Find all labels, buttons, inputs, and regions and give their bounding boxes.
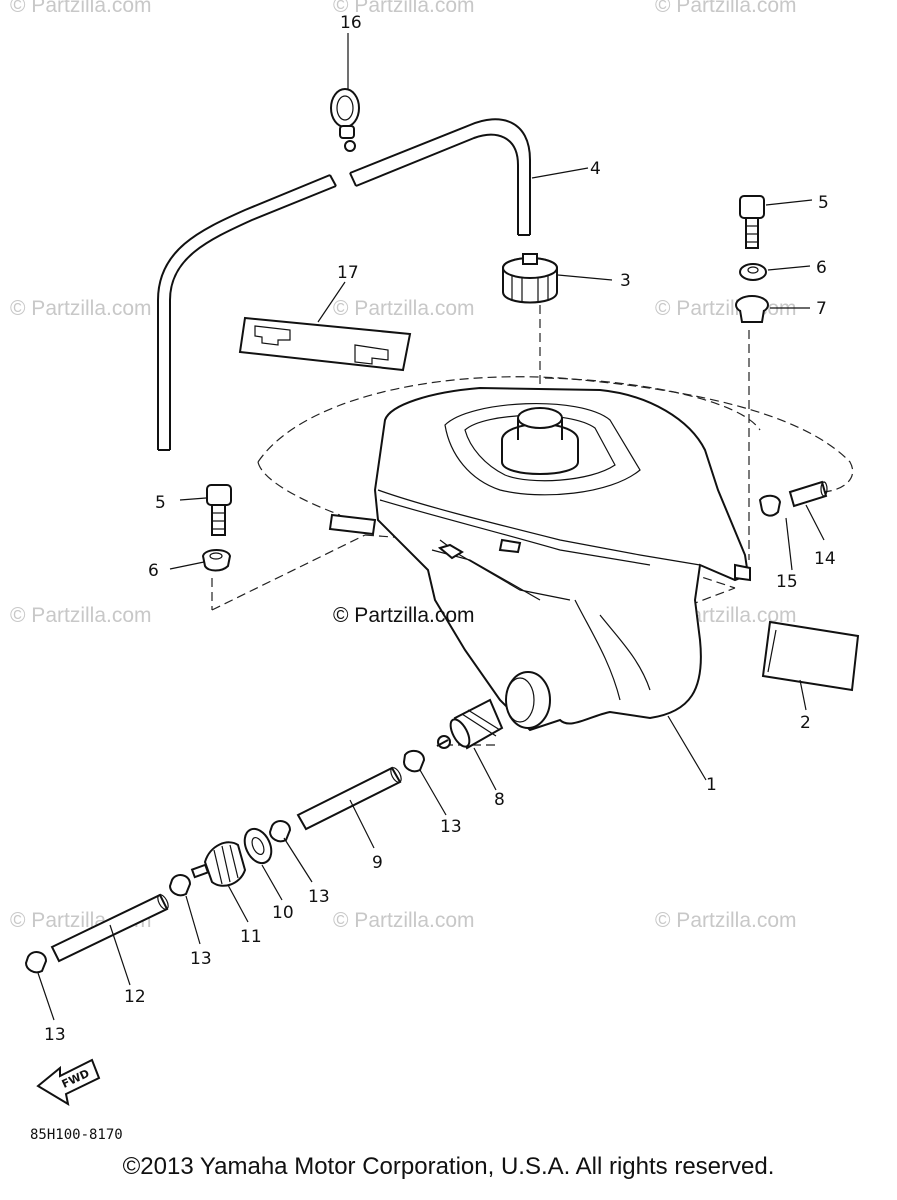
fuel-hose-9 xyxy=(296,766,402,831)
callout-number: 11 xyxy=(240,927,262,947)
damper-7 xyxy=(735,295,769,323)
breather-hose-4 xyxy=(157,118,531,451)
callout-number: 4 xyxy=(590,159,601,179)
fuel-strainer-8 xyxy=(436,698,504,750)
label-2 xyxy=(761,620,860,692)
bolt-5-right xyxy=(739,195,765,249)
callout-number: 12 xyxy=(124,987,146,1007)
clamp-13-b xyxy=(268,820,292,843)
clamp-13-d xyxy=(24,951,48,974)
callout-number: 8 xyxy=(494,790,505,810)
callout-number: 6 xyxy=(148,561,159,581)
watermark: © Partzilla.com xyxy=(655,0,797,17)
hose-clamp-16 xyxy=(330,88,360,152)
diagram-code: 85H100-8170 xyxy=(30,1127,123,1143)
watermark: © Partzilla.com xyxy=(10,604,152,627)
fuel-cap-3 xyxy=(502,253,558,304)
washer-10 xyxy=(243,827,273,865)
fuel-hose-12 xyxy=(50,893,169,963)
callout-number: 13 xyxy=(44,1025,66,1045)
forward-arrow-icon: FWD xyxy=(36,1058,101,1107)
breather-nozzle-hose xyxy=(328,513,522,554)
collar-6-right xyxy=(739,263,767,281)
callout-number: 15 xyxy=(776,572,798,592)
clamp-15 xyxy=(758,494,782,517)
copyright-notice: ©2013 Yamaha Motor Corporation, U.S.A. A… xyxy=(122,1153,775,1180)
watermark: © Partzilla.com xyxy=(655,909,797,932)
clamp-13-a xyxy=(402,749,426,773)
callout-number: 16 xyxy=(340,13,362,33)
fuel-tank-1 xyxy=(373,386,751,732)
callout-number: 5 xyxy=(818,193,829,213)
callout-number: 14 xyxy=(814,549,836,569)
callout-number: 13 xyxy=(440,817,462,837)
callout-numbers: 1 2 3 4 5 5 6 6 7 8 9 10 11 12 13 13 13 … xyxy=(44,13,836,1045)
callout-number: 17 xyxy=(337,263,359,283)
watermark: © Partzilla.com xyxy=(333,0,475,17)
decal-17 xyxy=(238,316,412,372)
callout-number: 6 xyxy=(816,258,827,278)
callout-number: 2 xyxy=(800,713,811,733)
callout-number: 10 xyxy=(272,903,294,923)
clamp-13-c xyxy=(168,874,192,897)
watermark: © Partzilla.com xyxy=(10,0,152,17)
watermark: © Partzilla.com xyxy=(10,297,152,320)
fuel-cock-11 xyxy=(190,841,247,887)
callout-number: 13 xyxy=(308,887,330,907)
watermark: © Partzilla.com xyxy=(333,297,475,320)
watermark: © Partzilla.com xyxy=(333,909,475,932)
collar-6-left xyxy=(201,549,232,572)
hose-14 xyxy=(788,480,828,508)
callout-number: 3 xyxy=(620,271,631,291)
callout-number: 1 xyxy=(706,775,717,795)
callout-number: 5 xyxy=(155,493,166,513)
center-watermark: © Partzilla.com xyxy=(333,604,475,627)
bolt-5-left xyxy=(206,484,232,536)
callout-leaders xyxy=(37,33,825,1021)
callout-number: 13 xyxy=(190,949,212,969)
callout-number: 7 xyxy=(816,299,827,319)
callout-number: 9 xyxy=(372,853,383,873)
